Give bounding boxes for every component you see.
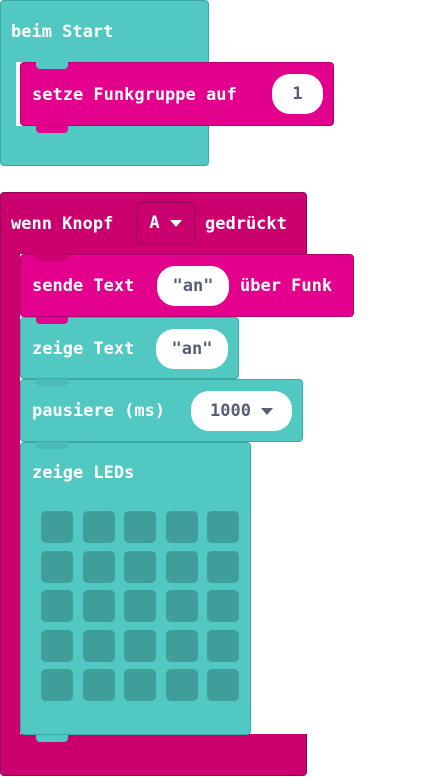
- show-leds-notch: [36, 442, 68, 449]
- chevron-down-icon: [260, 407, 273, 415]
- on-button-suffix: gedrückt: [205, 214, 287, 234]
- on-start-label: beim Start: [11, 22, 114, 42]
- led-cell[interactable]: [166, 551, 198, 583]
- set-radio-group-label: setze Funkgruppe auf: [32, 85, 237, 105]
- led-cell[interactable]: [83, 669, 115, 701]
- chevron-down-icon: [169, 219, 182, 227]
- button-dropdown-value: A: [149, 213, 160, 233]
- led-cell[interactable]: [41, 590, 73, 622]
- show-string-label: zeige Text: [32, 339, 135, 359]
- pause-duration-dropdown[interactable]: 1000: [191, 391, 292, 431]
- led-cell[interactable]: [124, 551, 156, 583]
- led-cell[interactable]: [124, 511, 156, 543]
- led-cell[interactable]: [166, 511, 198, 543]
- led-cell[interactable]: [166, 590, 198, 622]
- show-string-notch: [36, 317, 68, 324]
- pause-duration-value: 1000: [210, 401, 251, 421]
- show-leds-label: zeige LEDs: [32, 463, 135, 483]
- led-cell[interactable]: [207, 630, 239, 662]
- led-cell[interactable]: [83, 511, 115, 543]
- led-cell[interactable]: [207, 590, 239, 622]
- led-cell[interactable]: [124, 669, 156, 701]
- led-cell[interactable]: [166, 630, 198, 662]
- led-cell[interactable]: [124, 630, 156, 662]
- send-string-input[interactable]: "an": [157, 266, 229, 306]
- led-cell[interactable]: [83, 630, 115, 662]
- led-cell[interactable]: [83, 590, 115, 622]
- led-cell[interactable]: [124, 590, 156, 622]
- led-cell[interactable]: [166, 669, 198, 701]
- send-string-label: sende Text: [32, 276, 135, 296]
- radio-group-number-input[interactable]: 1: [272, 74, 323, 114]
- led-cell[interactable]: [41, 511, 73, 543]
- led-cell[interactable]: [41, 630, 73, 662]
- led-cell[interactable]: [207, 511, 239, 543]
- set-radio-group-notch: [36, 62, 68, 69]
- show-leds-tab: [36, 735, 68, 742]
- show-string-input[interactable]: "an": [156, 329, 228, 369]
- pause-label: pausiere (ms): [32, 401, 166, 421]
- send-string-suffix: über Funk: [240, 276, 333, 296]
- set-radio-group-tab: [36, 126, 68, 133]
- led-cell[interactable]: [207, 551, 239, 583]
- led-cell[interactable]: [41, 669, 73, 701]
- on-button-prefix: wenn Knopf: [11, 214, 114, 234]
- button-dropdown[interactable]: A: [136, 202, 195, 244]
- led-cell[interactable]: [41, 551, 73, 583]
- send-string-notch: [36, 254, 68, 261]
- pause-notch: [36, 379, 68, 386]
- led-cell[interactable]: [83, 551, 115, 583]
- led-cell[interactable]: [207, 669, 239, 701]
